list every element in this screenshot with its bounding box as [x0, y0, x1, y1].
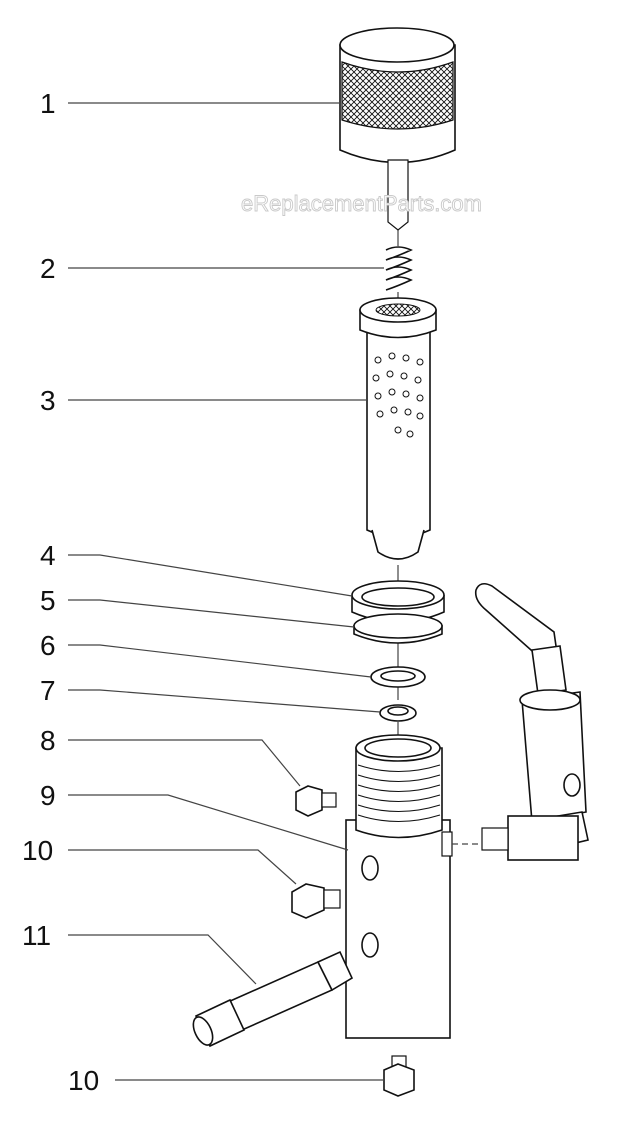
part-5-ring — [353, 613, 443, 644]
part-2-spring — [385, 246, 413, 291]
callout-4: 4 — [40, 540, 56, 571]
callout-10-lower: 10 — [68, 1065, 99, 1096]
callout-10-upper: 10 — [22, 835, 53, 866]
part-7-small-washer — [379, 704, 417, 722]
callout-11: 11 — [22, 920, 51, 951]
callout-6: 6 — [40, 630, 56, 661]
valve-assembly — [474, 582, 589, 861]
watermark-text: eReplacementParts.com — [241, 191, 482, 216]
part-10-plug-lower — [383, 1055, 415, 1097]
callout-7: 7 — [40, 675, 56, 706]
part-9-body — [345, 734, 482, 1039]
callout-5: 5 — [40, 585, 56, 616]
part-6-washer — [370, 666, 426, 688]
callout-2: 2 — [40, 253, 56, 284]
part-10-plug-upper — [291, 883, 341, 919]
part-3-filter — [359, 297, 437, 560]
leader-lines — [68, 102, 384, 1081]
callout-8: 8 — [40, 725, 56, 756]
callout-1: 1 — [40, 88, 56, 119]
part-1-knurled-cap — [339, 27, 456, 231]
part-11-nipple — [192, 950, 354, 1048]
callout-labels: 1 2 3 4 5 6 7 8 9 10 11 10 — [22, 88, 99, 1096]
callout-9: 9 — [40, 780, 56, 811]
part-8-plug — [295, 785, 337, 817]
callout-3: 3 — [40, 385, 56, 416]
